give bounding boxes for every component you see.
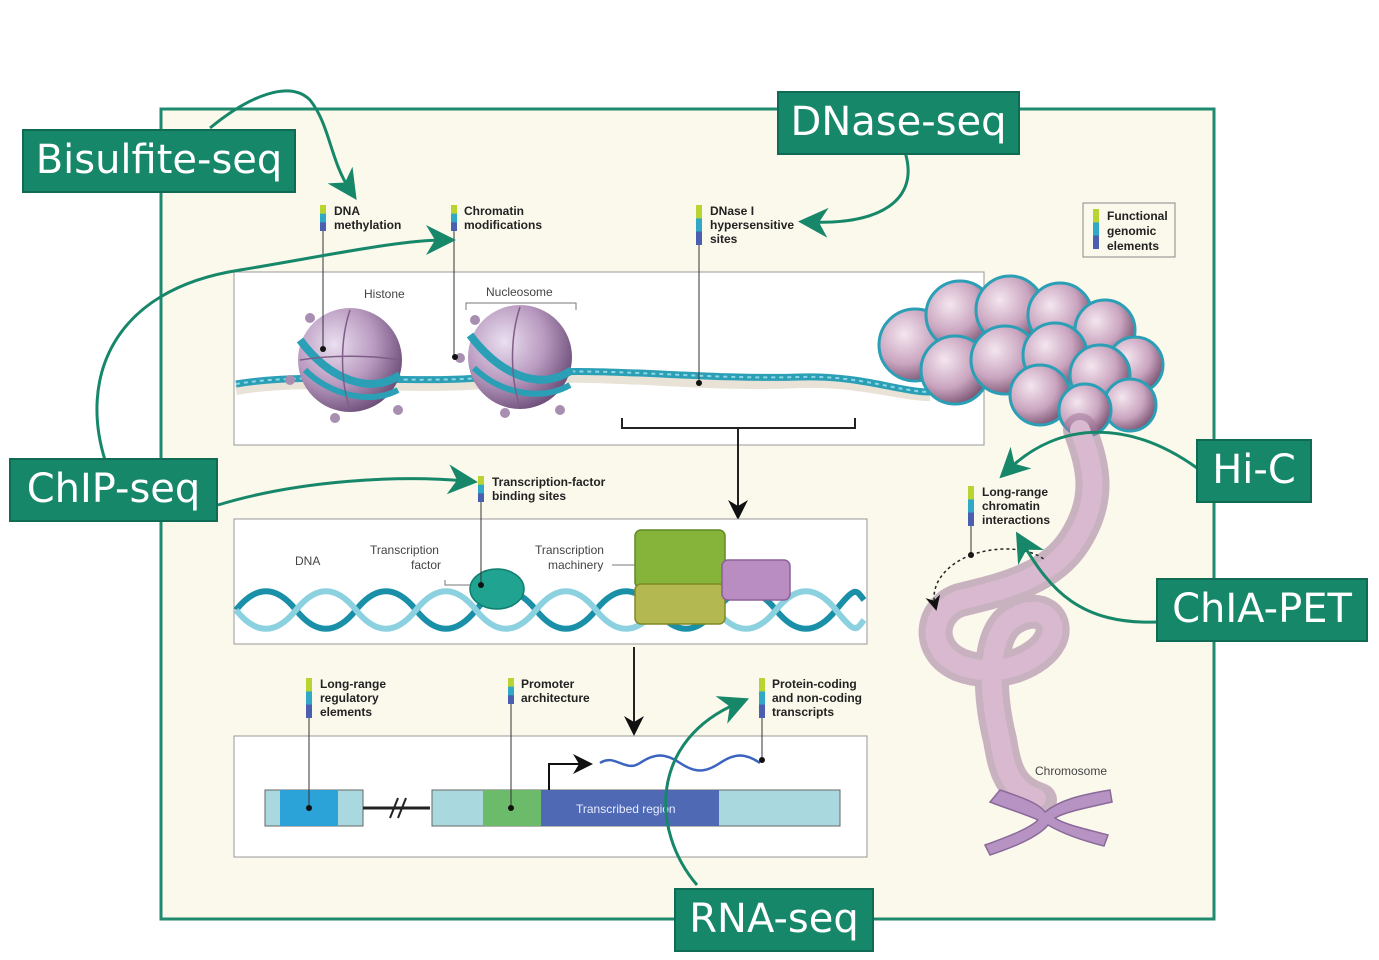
long-range-interactions-group: Long-range chromatin interactions [925,485,1050,611]
chromatin-panel: Histone Nucleosome [233,271,1165,446]
nucleosome-bracket [465,302,577,310]
transcripts-line-1: Protein-coding [772,677,857,691]
histone-label: Histone [364,287,405,301]
rna-transcript [599,754,761,772]
machinery-bottom-block [634,583,726,625]
machinery-purple-block [721,559,791,601]
hic-arrow [999,430,1198,479]
chromosome-label: Chromosome [1035,764,1107,778]
regulatory-line-2: regulatory [320,691,379,705]
label-promoter: Promoter architecture [508,677,590,811]
chip-seq-tag: ChIP-seq [9,458,218,522]
legend-line-3: elements [1107,239,1159,253]
chromatin-mod-line-1: Chromatin [464,204,524,218]
dnase-sites-line-2: hypersensitive [710,218,794,232]
histone-sphere [285,308,403,423]
chromatin-mod-line-2: modifications [464,218,542,232]
transcription-start-arrow [548,754,593,790]
tf-binding-line-1: Transcription-factor [492,475,606,489]
chromosome-shape [983,789,1113,856]
rnaseq-arrow [664,696,750,886]
legend-box: Functional genomic elements [1082,202,1176,258]
chiapet-arrow [1015,531,1159,624]
dnase-sites-line-1: DNase I [710,204,754,218]
rna-seq-tag: RNA-seq [674,888,874,952]
transcripts-line-3: transcripts [772,705,834,719]
regulatory-line-3: elements [320,705,372,719]
bisulfite-arrow [209,89,357,200]
interactions-color-bar [968,486,974,526]
tf-label-line-2: factor [411,558,441,572]
dnase-arrow [798,151,910,238]
chromatin-cluster [877,274,1165,438]
label-tf-binding: Transcription-factor binding sites [478,475,606,588]
transcripts-line-2: and non-coding [772,691,862,705]
interactions-line-2: chromatin [982,499,1040,513]
chromatin-fiber [918,413,1110,817]
gene-panel: Transcribed region [233,735,868,858]
machinery-label-line-1: Transcription [535,543,604,557]
transcribed-region-label: Transcribed region [576,802,676,816]
machinery-label-line-2: machinery [548,558,603,572]
legend-line-2: genomic [1107,224,1157,238]
label-dnase-sites: DNase I hypersensitive sites [696,204,794,386]
chia-pet-tag: ChIA-PET [1156,578,1368,642]
promoter-line-2: architecture [521,691,590,705]
label-long-range-regulatory: Long-range regulatory elements [306,677,386,811]
chip-arrow-2 [217,464,478,507]
chip-arrow-1 [95,225,456,461]
nucleosome-label: Nucleosome [486,285,553,299]
label-dna-methylation: DNA methylation [320,204,401,352]
transcribed-region-block [541,790,719,826]
machinery-top-block [634,529,726,589]
method-pointer-arrows [95,89,1198,886]
dna-label: DNA [295,554,320,568]
nucleosome-sphere [455,305,575,418]
dna-helix-strand-2 [233,588,867,632]
promoter-line-1: Promoter [521,677,575,691]
dnase-seq-tag: DNase-seq [777,91,1020,155]
tf-binding-line-2: binding sites [492,489,566,503]
hi-c-tag: Hi-C [1196,439,1312,503]
legend-color-bar [1093,209,1099,249]
transcription-factor-shape [469,568,525,610]
tf-label-line-1: Transcription [370,543,439,557]
regulatory-line-1: Long-range [320,677,386,691]
bisulfite-seq-tag: Bisulfite-seq [22,129,296,193]
dnase-sites-line-3: sites [710,232,738,246]
interactions-line-1: Long-range [982,485,1048,499]
legend-line-1: Functional [1107,209,1168,223]
interactions-line-3: interactions [982,513,1050,527]
dna-methylation-line-2: methylation [334,218,401,232]
dna-methylation-line-1: DNA [334,204,360,218]
label-transcripts: Protein-coding and non-coding transcript… [759,677,862,763]
transcription-panel: DNA Transcription factor Transcription m… [233,518,868,645]
